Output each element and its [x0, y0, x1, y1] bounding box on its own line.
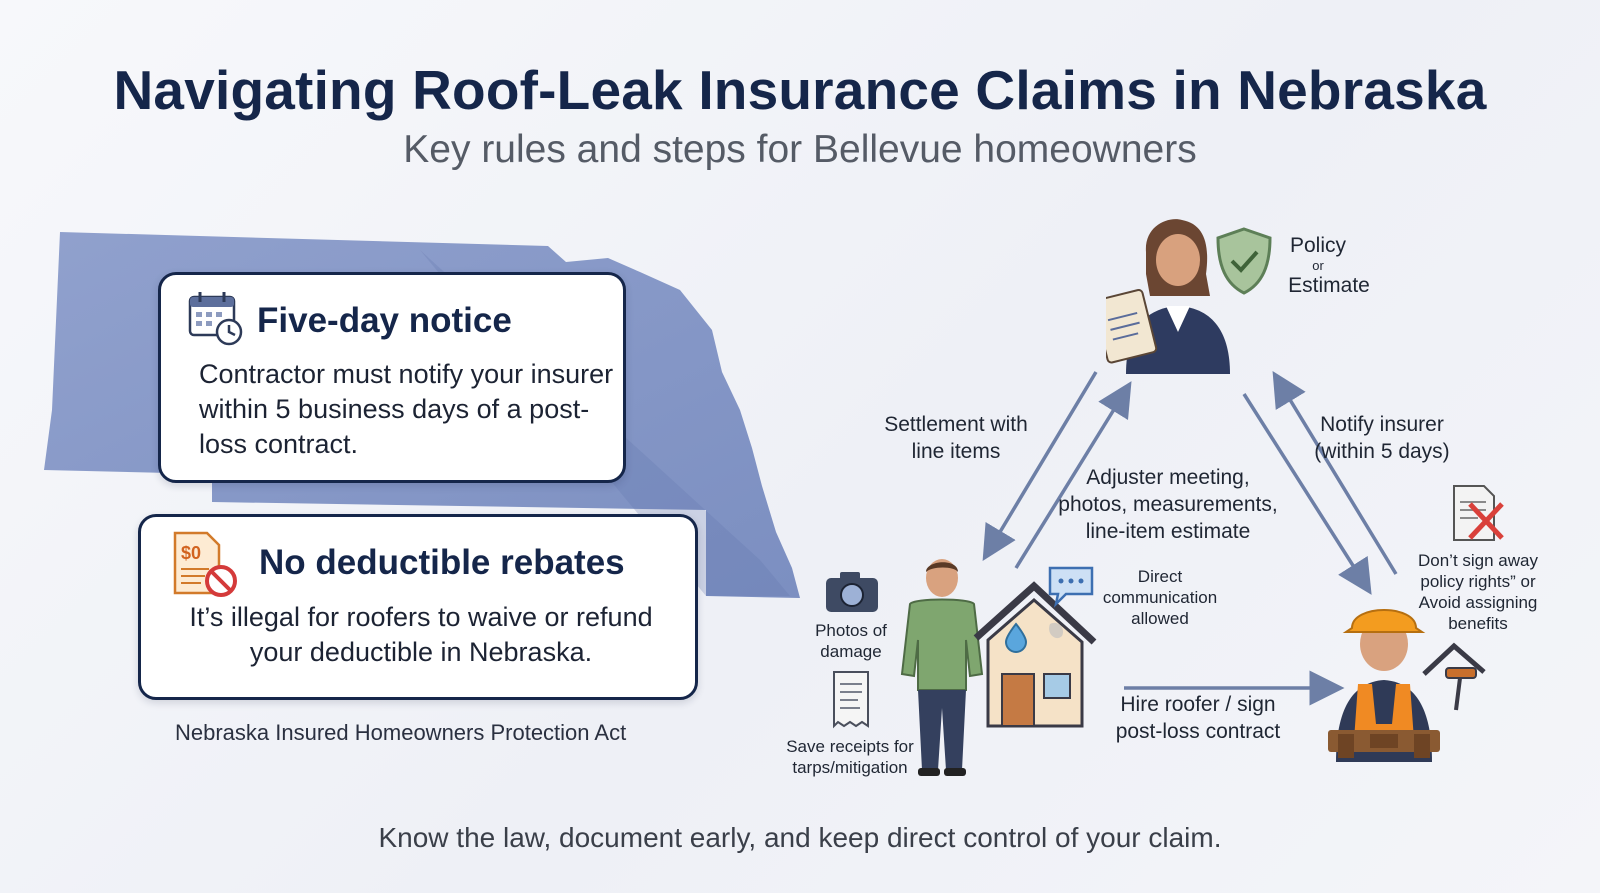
receipts-icon: [833, 671, 869, 729]
adjuster-with-clipboard-icon: [1106, 219, 1230, 374]
no-deductible-document-icon: $0: [173, 531, 237, 597]
dont-sign-warning-label: Don’t sign away policy rights” or Avoid …: [1417, 551, 1538, 633]
card-body: It’s illegal for roofers to waive or ref…: [189, 602, 653, 667]
card-title: No deductible rebates: [259, 543, 625, 582]
arrow-settlement: [982, 371, 1098, 562]
card-title: Five-day notice: [257, 301, 512, 340]
chat-bubble-icon: [1048, 566, 1094, 608]
hire-roofer-label: Hire roofer / sign post-loss contract: [1115, 693, 1281, 743]
calendar-clock-icon: [188, 292, 243, 346]
estimate-label: Estimate: [1288, 274, 1370, 297]
roofer-icon: [1328, 609, 1440, 762]
no-sign-document-icon: [1453, 485, 1504, 541]
arrow-to-roofer: [1242, 393, 1372, 595]
camera-icon: [826, 572, 878, 612]
act-name-label: Nebraska Insured Homeowners Protection A…: [175, 720, 627, 745]
save-receipts-label: Save receipts for tarps/mitigation: [786, 737, 914, 777]
no-deductible-rebates-card: $0 No deductible rebates It’s illegal fo…: [138, 514, 698, 700]
roof-roller-icon: [1422, 642, 1486, 711]
or-label: or: [1312, 258, 1324, 273]
footer-tagline: Know the law, document early, and keep d…: [378, 822, 1222, 853]
page-title: Navigating Roof-Leak Insurance Claims in…: [113, 59, 1487, 121]
page-subtitle: Key rules and steps for Bellevue homeown…: [403, 128, 1197, 171]
direct-communication-label: Direct communication allowed: [1102, 567, 1218, 628]
homeowner-icon: [900, 559, 984, 776]
shield-check-icon: [1216, 227, 1272, 295]
policy-label: Policy: [1289, 234, 1347, 257]
card-body: Contractor must notify your insurer with…: [199, 359, 614, 459]
zero-dollar-text: $0: [181, 543, 201, 563]
photos-of-damage-label: Photos of damage: [815, 621, 887, 661]
settlement-label: Settlement with line items: [884, 413, 1028, 463]
arrow-notify: [1272, 371, 1398, 575]
house-with-leak-icon: [973, 581, 1097, 728]
five-day-notice-card: Five-day notice Contractor must notify y…: [158, 272, 626, 483]
notify-insurer-label: Notify insurer (within 5 days): [1314, 413, 1450, 463]
adjuster-meeting-label: Adjuster meeting, photos, measurements, …: [1058, 466, 1278, 543]
arrow-adjuster: [1014, 381, 1132, 569]
